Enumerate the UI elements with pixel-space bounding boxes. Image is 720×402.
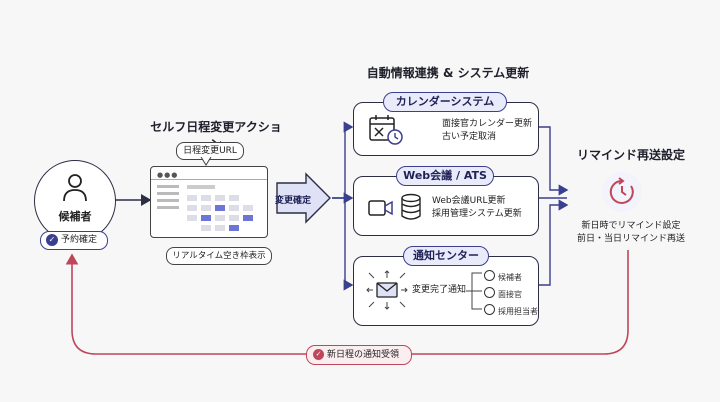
mail-icon	[366, 270, 408, 310]
feedback-label: 新日程の通知受領	[327, 350, 400, 360]
recipient-interviewer: 面接官	[498, 290, 522, 299]
web-line-2: 採用管理システム更新	[432, 209, 522, 219]
notify-branches	[466, 272, 482, 310]
web-ats-header: Web会議 / ATS	[396, 166, 494, 186]
reservation-badge: ✓予約確定	[40, 231, 108, 250]
feedback-loop	[65, 250, 629, 355]
confirm-label: 変更確定	[274, 196, 311, 206]
reservation-badge-label: 予約確定	[61, 235, 98, 245]
candidate-node: 候補者	[34, 160, 116, 242]
merge-from-notify	[538, 199, 569, 286]
calendar-clock-icon	[369, 115, 403, 145]
window-dots: ●●●	[157, 171, 179, 179]
slots-label: リアルタイム空き枠表示	[166, 247, 272, 265]
web-line-1: Web会議URL更新	[432, 196, 506, 206]
reminder-line-1: 新日時でリマインド設定	[581, 221, 681, 231]
bubble-tail	[200, 157, 212, 166]
reminder-icon-circle	[602, 172, 642, 212]
recipient-icon	[484, 270, 495, 281]
schedule-grid	[157, 185, 253, 231]
confirm-arrow	[276, 172, 331, 224]
sync-title: 自動情報連携 & システム更新	[366, 66, 530, 80]
recipient-recruiter: 採用担当者	[498, 307, 538, 316]
branch-to-calendar	[332, 121, 354, 199]
reminder-line-2: 前日・当日リマインド再送	[576, 234, 685, 244]
notify-label: 変更完了通知	[412, 285, 467, 295]
reminder-title: リマインド再送設定	[576, 148, 685, 162]
notify-box: 変更完了通知 候補者 面接官 採用担当者	[353, 256, 539, 326]
notify-header: 通知センター	[403, 246, 489, 266]
calendar-header: カレンダーシステム	[383, 92, 507, 112]
calendar-line-1: 面接官カレンダー更新	[442, 119, 533, 129]
recipient-icon	[484, 304, 495, 315]
check-icon: ✓	[313, 349, 324, 360]
database-icon	[401, 193, 421, 220]
feedback-badge: ✓新日程の通知受領	[306, 345, 412, 365]
person-icon	[63, 174, 87, 202]
recipient-icon	[484, 287, 495, 298]
branch-to-notify	[343, 198, 354, 291]
check-icon: ✓	[46, 234, 58, 246]
refresh-clock-icon	[609, 177, 634, 204]
merge-from-calendar	[538, 126, 569, 196]
calendar-line-2: 古い予定取消	[442, 132, 497, 142]
web-ats-box: Web会議URL更新 採用管理システム更新	[353, 176, 539, 236]
calendar-box: 面接官カレンダー更新 古い予定取消	[353, 102, 539, 156]
video-icon	[368, 200, 393, 216]
recipient-candidate: 候補者	[498, 273, 522, 282]
candidate-label: 候補者	[58, 210, 92, 223]
booking-page: ●●●	[150, 166, 268, 238]
